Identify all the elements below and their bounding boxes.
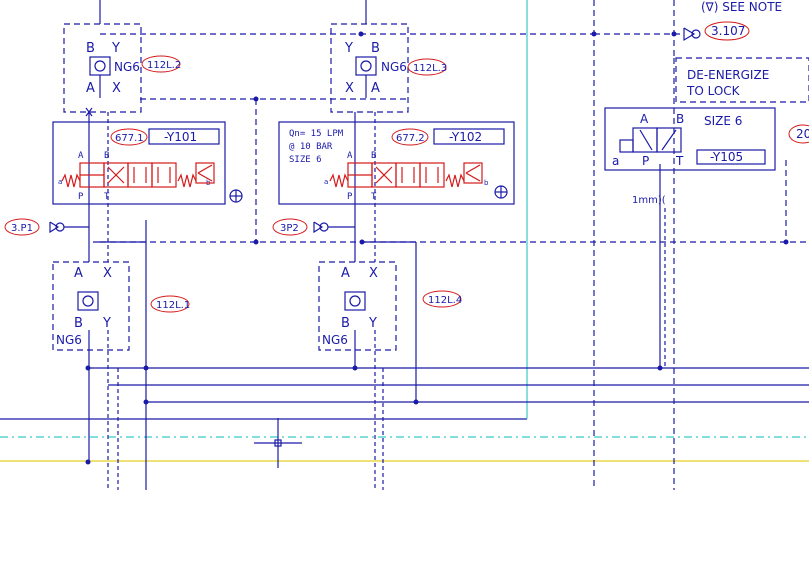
- ng6-label: NG6: [114, 60, 140, 74]
- port-b-label: B: [86, 41, 95, 56]
- pressure-label: @ 10 BAR: [289, 142, 333, 152]
- port-b-label: B: [676, 112, 684, 126]
- port-3P2[interactable]: 3P2: [272, 218, 355, 236]
- port-b-label: B: [371, 41, 380, 56]
- valve-tag: 112L.1: [156, 300, 190, 311]
- solenoid-valve-Y105[interactable]: A B SIZE 6 a P T -Y105: [604, 107, 776, 171]
- ng6-label: NG6: [381, 60, 407, 74]
- see-note-label: (∇) SEE NOTE: [701, 0, 782, 14]
- port-y-label: Y: [344, 41, 353, 56]
- port-y-label: Y: [111, 41, 120, 56]
- port-a-label: A: [371, 81, 380, 96]
- port-y-label: Y: [368, 316, 377, 331]
- orifice-label: 1mm)(: [632, 195, 666, 206]
- valve-tag: 112L.4: [428, 295, 462, 306]
- port-b-label: B: [104, 151, 109, 161]
- solenoid-name: -Y102: [449, 130, 482, 144]
- port-a-label: A: [347, 151, 353, 161]
- solenoid-valve-Y101[interactable]: 677.1 -Y101 A B P T a b: [52, 121, 243, 205]
- port-t-label: T: [104, 192, 110, 202]
- side-a-label: a: [324, 178, 328, 186]
- valve-tag: 112L.3: [413, 63, 447, 74]
- port-x-label: X: [345, 81, 354, 96]
- port-x-label: X: [369, 266, 378, 281]
- port-p-label: P: [642, 154, 649, 168]
- ng6-label: NG6: [322, 333, 348, 347]
- port-t-label: T: [675, 154, 684, 168]
- valve-tag: 112L.2: [147, 60, 181, 71]
- edge-ref-label: 20: [796, 127, 809, 141]
- flow-rate-label: Qn= 15 LPM: [289, 129, 344, 139]
- left-column-lines: [88, 0, 147, 490]
- size-label: SIZE 6: [289, 155, 322, 165]
- solenoid-name: -Y101: [164, 130, 197, 144]
- port-p-label: P: [78, 192, 84, 202]
- solenoid-ref: 677.2: [396, 133, 425, 144]
- junction-dots: [85, 31, 419, 465]
- ref-3107-label: 3.107: [711, 24, 745, 38]
- port-x-label: X: [103, 266, 112, 281]
- main-lines: [0, 0, 809, 490]
- port-label: 3P2: [280, 223, 299, 234]
- port-3P1[interactable]: 3.P1: [4, 218, 89, 236]
- solenoid-ref: 677.1: [115, 133, 144, 144]
- port-a-label: A: [341, 266, 350, 281]
- port-a-label: A: [78, 151, 84, 161]
- check-valve-112L3[interactable]: Y B X A NG6 112L.3: [330, 23, 447, 113]
- check-valve-112L1[interactable]: A X B Y NG6 112L.1: [52, 261, 190, 351]
- right-notes: (∇) SEE NOTE 3.107 DE-ENERGIZE TO LOCK 2…: [632, 0, 809, 206]
- port-b-label: B: [371, 151, 376, 161]
- solenoid-valve-Y102[interactable]: Qn= 15 LPM @ 10 BAR SIZE 6 677.2 -Y102 A…: [278, 121, 515, 205]
- port-a-label: A: [640, 112, 649, 126]
- port-t-label: T: [371, 192, 377, 202]
- port-p-label: P: [347, 192, 353, 202]
- side-a-label: a: [58, 178, 62, 186]
- to-lock-label: TO LOCK: [686, 84, 741, 98]
- check-valve-112L2[interactable]: B Y A X NG6 112L.2: [63, 23, 181, 117]
- right-column-lines: [591, 31, 789, 371]
- port-a-label: A: [86, 81, 95, 96]
- de-energize-label: DE-ENERGIZE: [687, 68, 769, 82]
- side-b-label: b: [484, 179, 489, 187]
- port-label: 3.P1: [11, 223, 33, 234]
- check-valve-112L4[interactable]: A X B Y NG6 112L.4: [318, 261, 462, 351]
- port-b-label: B: [341, 316, 350, 331]
- side-a-label: a: [612, 154, 619, 168]
- port-y-label: Y: [102, 316, 111, 331]
- port-a-label: A: [74, 266, 83, 281]
- ng6-label: NG6: [56, 333, 82, 347]
- solenoid-name: -Y105: [710, 150, 743, 164]
- port-b-label: B: [74, 316, 83, 331]
- size-label: SIZE 6: [704, 114, 742, 128]
- port-x-label: X: [112, 81, 121, 96]
